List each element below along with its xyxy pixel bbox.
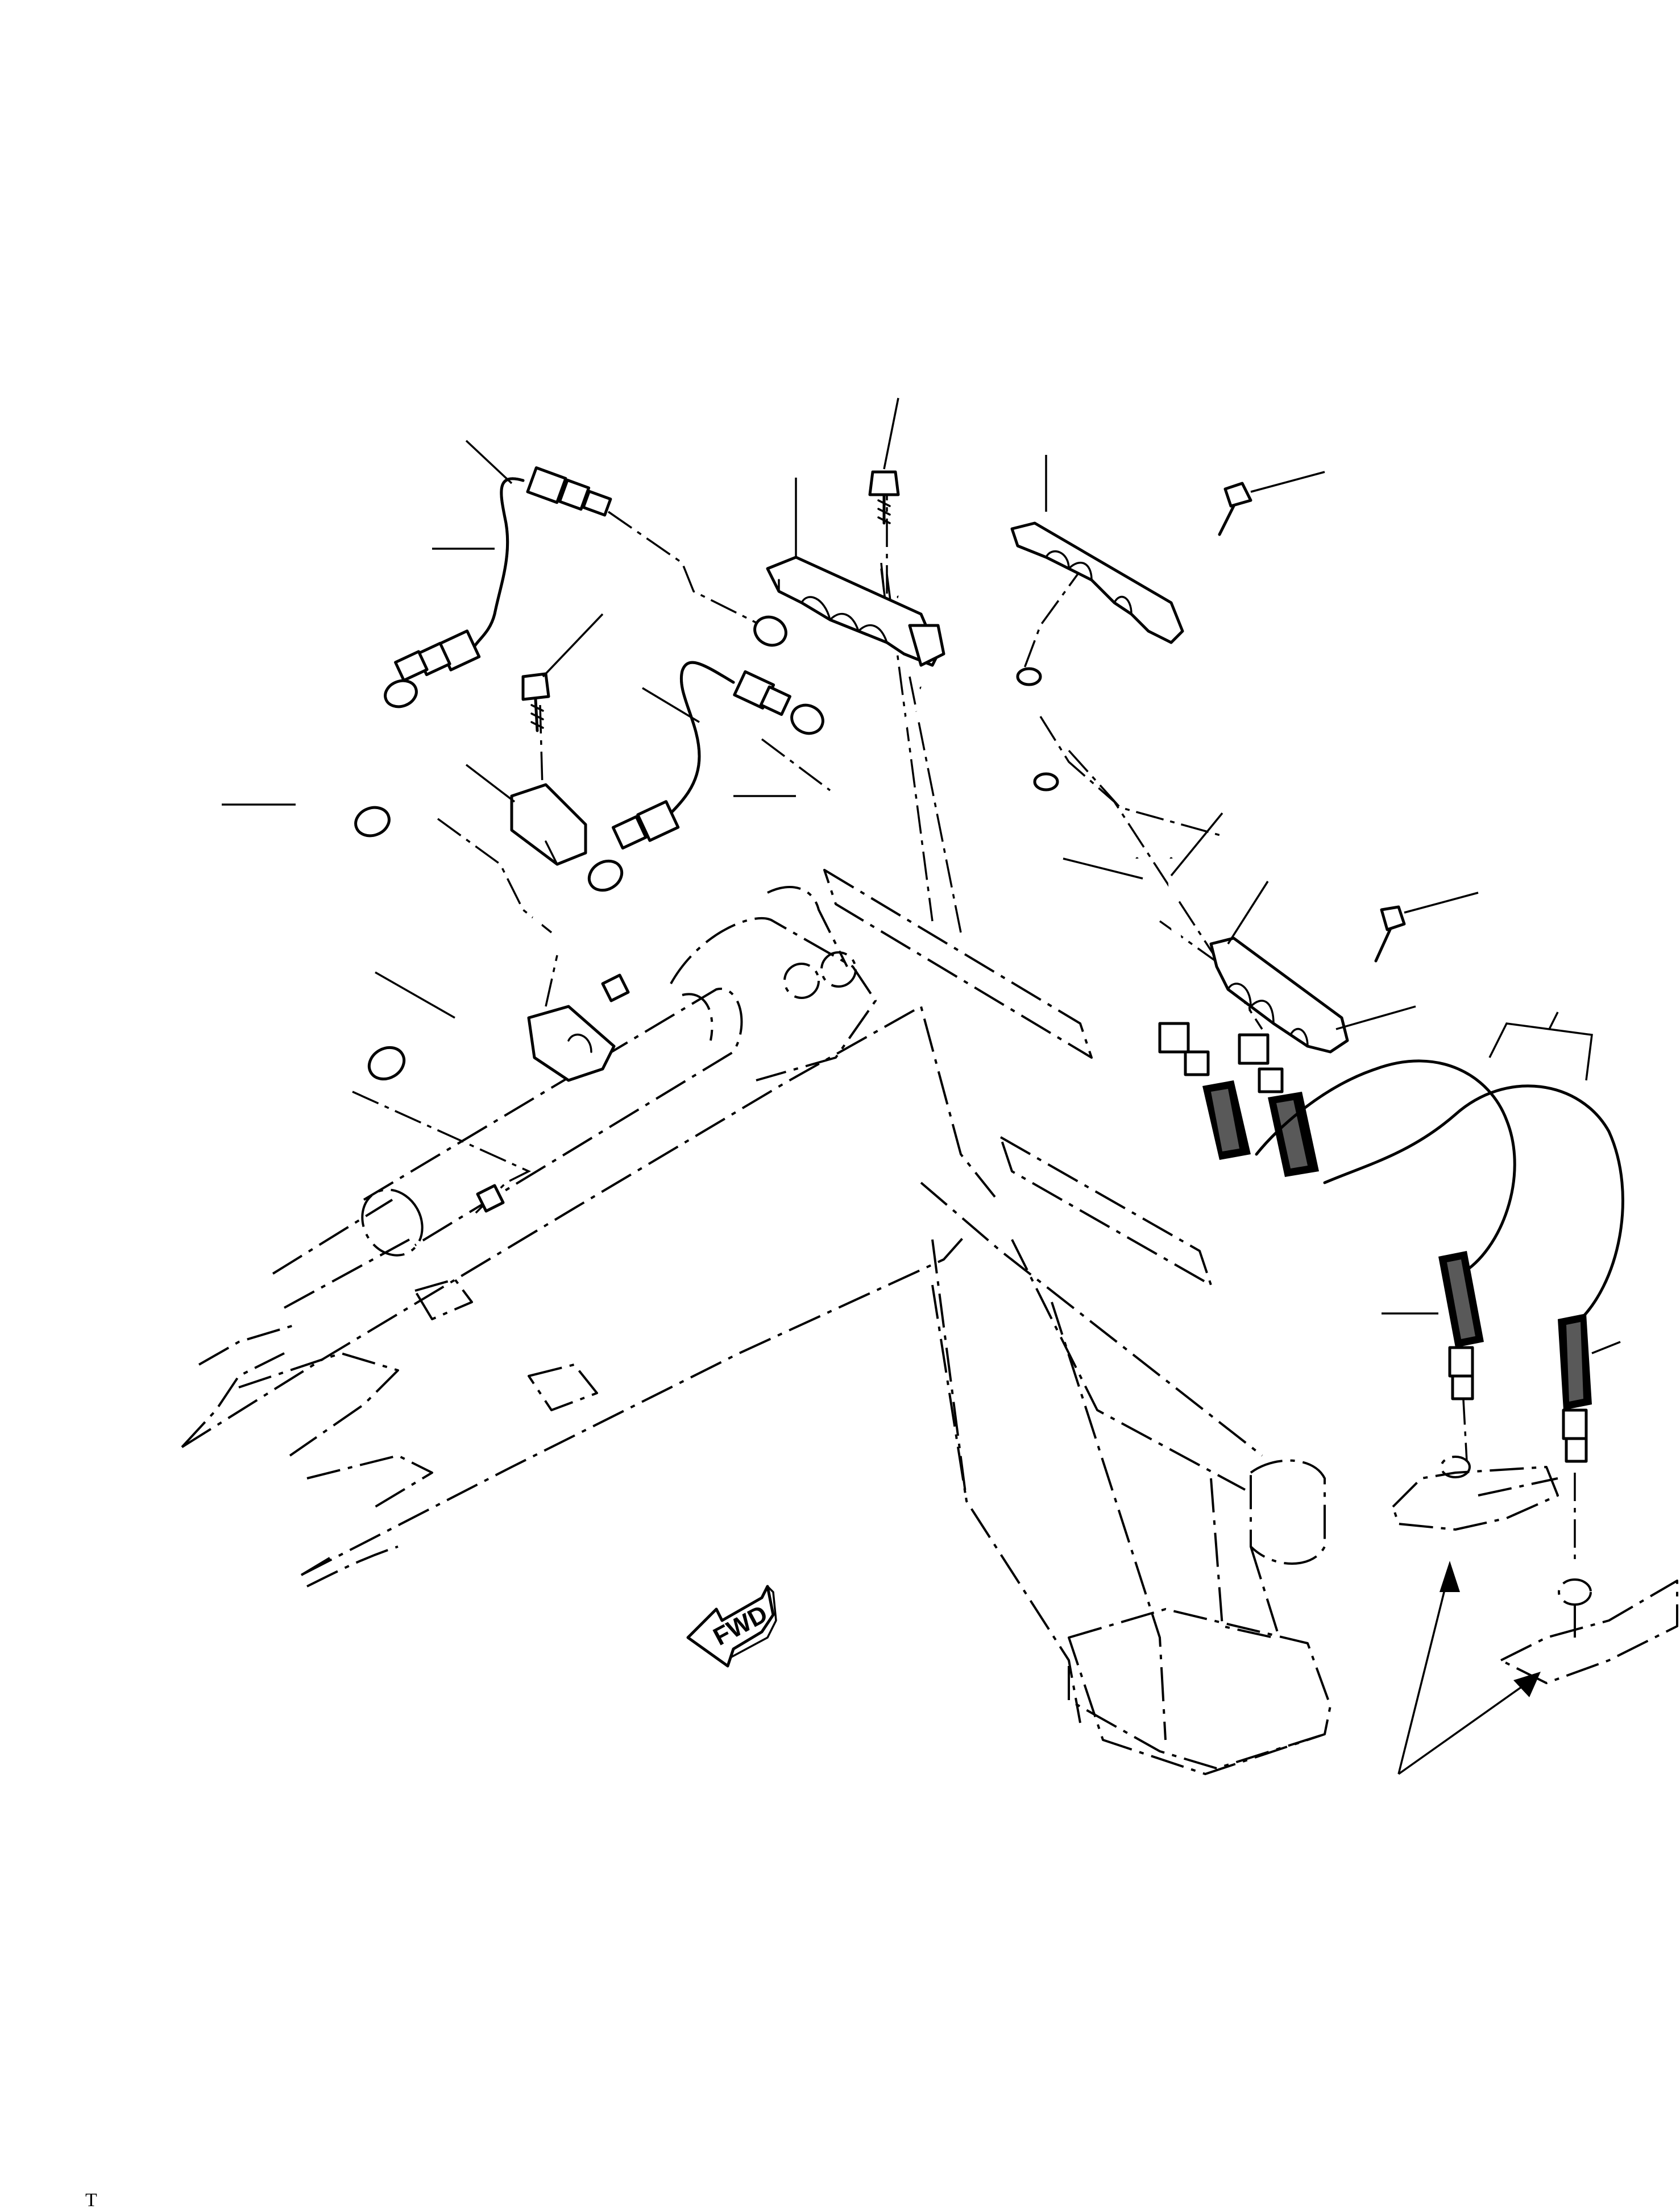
right-tubes-fittings: [1133, 857, 1319, 1177]
tube-long-lower: [367, 859, 624, 1081]
clamp-rack-right-mid: [1209, 936, 1349, 1054]
boom-cylinder-phantom: [272, 988, 743, 1411]
tube-j-bend: [293, 679, 418, 838]
bolts: [476, 470, 1406, 1213]
corner-mark: T: [85, 2190, 97, 2209]
boom-structure-phantom: [181, 869, 1331, 1775]
clamp-block-left: [510, 783, 616, 1082]
clamp-rack-right-top: [1010, 521, 1184, 644]
tubes-upper-center: [753, 592, 1059, 791]
clamp-rack-center: [766, 556, 945, 667]
hose-upper-left: [394, 466, 612, 682]
leader-lines: [222, 397, 1621, 1775]
arrowheads: [1440, 1561, 1541, 1697]
valve-ports-phantom: [1392, 1456, 1678, 1684]
hose-center: [611, 654, 791, 850]
long-hoses-right: [1255, 1059, 1624, 1463]
forward-direction-icon: FWD: [686, 1585, 777, 1668]
